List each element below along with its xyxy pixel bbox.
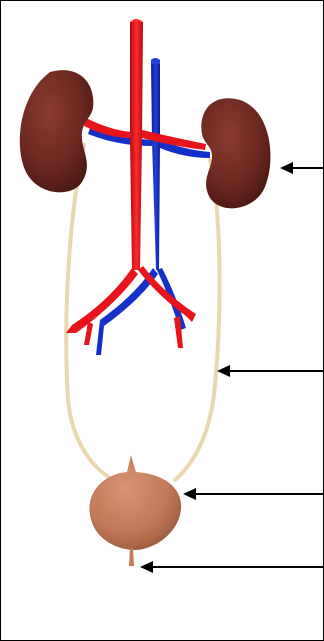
arrow-to-bladder — [183, 488, 324, 500]
urethra-icon — [129, 548, 134, 566]
vein-icon — [88, 58, 210, 355]
bladder-icon — [89, 455, 181, 550]
ureter-icon — [66, 145, 219, 480]
arrow-to-ureter — [217, 365, 324, 377]
kidney-icon — [20, 70, 271, 208]
arrow-to-kidney — [280, 162, 324, 174]
arrow-to-urethra — [140, 561, 324, 573]
